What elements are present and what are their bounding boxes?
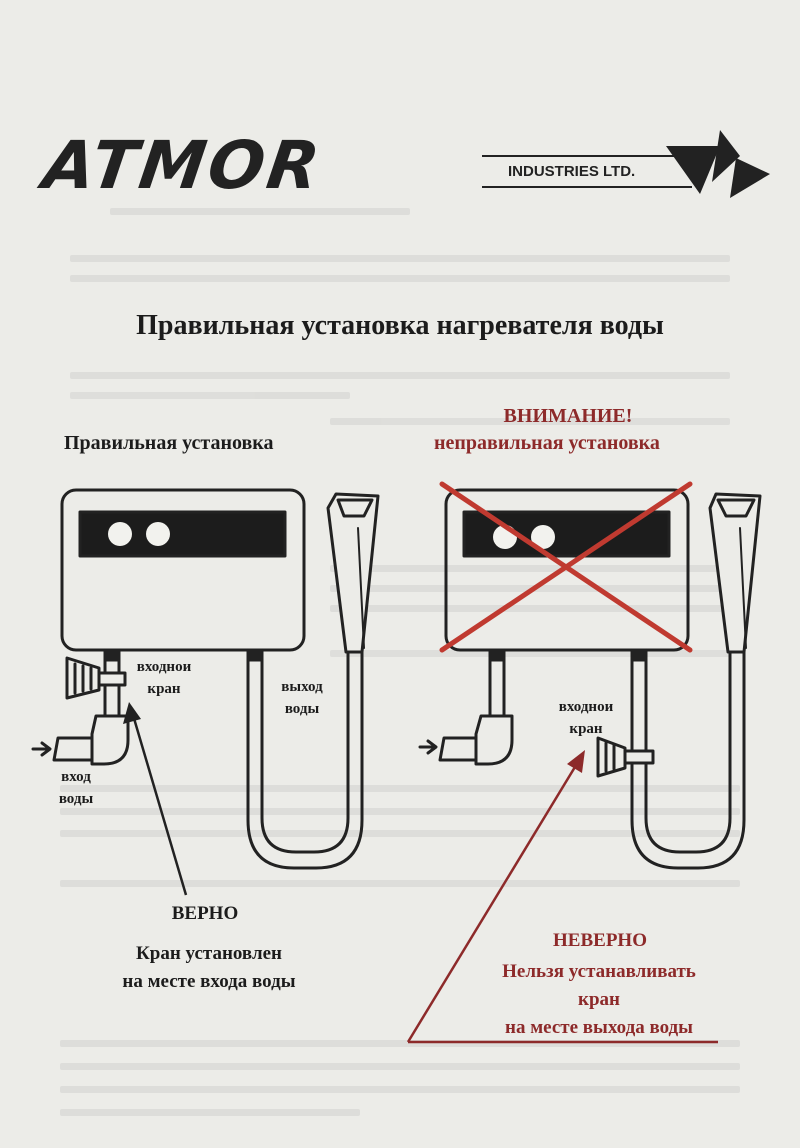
shower-head-icon bbox=[326, 492, 380, 654]
cross-mark-icon bbox=[439, 481, 693, 653]
outlet-hose-correct bbox=[246, 650, 364, 870]
inlet-water-label: вход воды bbox=[58, 769, 94, 807]
correct-note: Кран установлен на месте входа воды bbox=[122, 943, 296, 992]
heater-unit-wrong bbox=[444, 488, 690, 662]
shower-head-icon bbox=[708, 492, 762, 654]
wrong-verdict: НЕВЕРНО bbox=[553, 930, 647, 951]
pointer-arrow-wrong bbox=[406, 750, 718, 1044]
inlet-tap-label-wrong: входнoи кран bbox=[558, 699, 614, 737]
correct-verdict: ВЕРНО bbox=[171, 903, 239, 924]
inlet-pipe-wrong bbox=[438, 658, 514, 766]
logo-triangle-mark-icon bbox=[666, 130, 770, 198]
page-title: Правильная установка нагревателя воды bbox=[136, 310, 664, 341]
inlet-arrow-icon bbox=[418, 739, 438, 755]
outlet-label: выход воды bbox=[281, 679, 323, 717]
inlet-arrow-icon bbox=[31, 741, 52, 757]
logo-industries-text: INDUSTRIES LTD. bbox=[508, 163, 636, 180]
inlet-pipe-correct bbox=[52, 658, 130, 766]
wrong-install-heading: неправильная установка bbox=[434, 432, 660, 454]
logo-rule-top bbox=[482, 155, 692, 157]
pointer-arrow-correct bbox=[123, 702, 188, 896]
attention-heading: ВНИМАНИЕ! bbox=[503, 405, 633, 427]
heater-unit-correct bbox=[60, 488, 306, 662]
logo-rule-bottom bbox=[482, 186, 692, 188]
correct-install-heading: Правильная установка bbox=[64, 432, 274, 454]
tap-valve-icon bbox=[65, 656, 127, 700]
tap-valve-icon bbox=[596, 736, 655, 778]
inlet-tap-label-correct: входнoи кран bbox=[136, 659, 192, 697]
outlet-hose-wrong bbox=[630, 650, 746, 870]
wrong-note: Нельзя устанавливать кран на месте выход… bbox=[502, 961, 696, 1038]
